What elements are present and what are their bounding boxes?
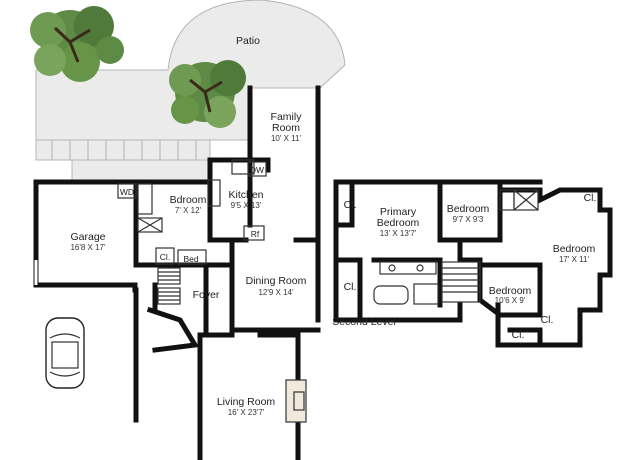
family-room-size: 10' X 11' xyxy=(271,134,302,143)
patio-label: Patio xyxy=(236,35,260,47)
living-room-size: 16' X 23'7' xyxy=(228,408,265,417)
bedroom-b-label: Bedroom xyxy=(553,243,596,255)
bedroom-a-size: 9'7 X 9'3 xyxy=(453,215,484,224)
kitchen-label: Kitchen xyxy=(228,189,263,201)
bedroom-size: 7' X 12' xyxy=(175,206,202,215)
closet-label-3: Cl. xyxy=(584,192,597,204)
primary-bedroom-size: 13' X 13'7' xyxy=(380,229,417,238)
closet-label-5: Cl. xyxy=(512,329,525,341)
family-room-label-2: Room xyxy=(272,122,300,134)
closet-label-4: Cl. xyxy=(541,314,554,326)
living-room-label: Living Room xyxy=(217,396,276,408)
closet-label-1: Cl. xyxy=(344,199,357,211)
foyer-label: Foyer xyxy=(193,289,220,301)
bedroom-b-size: 17' X 11' xyxy=(559,255,590,264)
second-level-fixtures xyxy=(373,189,539,305)
family-room-label-1: Family xyxy=(271,111,303,123)
car-icon xyxy=(45,317,85,389)
bedroom-a-label: Bedroom xyxy=(447,203,490,215)
washer-dryer-label: WD xyxy=(120,187,134,197)
primary-bedroom-label-2: Bedroom xyxy=(377,217,420,229)
kitchen-size: 9'5 X 13' xyxy=(231,201,262,210)
dining-room-size: 12'9 X 14' xyxy=(258,288,294,297)
bedroom-c-size: 10'6 X 9' xyxy=(495,296,526,305)
dishwasher-label: DW xyxy=(250,165,264,175)
refrigerator-label: Rf xyxy=(251,229,260,239)
bed-label: Bed xyxy=(183,254,198,264)
garage-size: 16'8 X 17' xyxy=(70,243,106,252)
bedroom-c-label: Bedroom xyxy=(489,285,532,297)
tree-icon xyxy=(30,6,124,82)
closet-label-2: Cl. xyxy=(344,281,357,293)
closet-label: Cl. xyxy=(160,252,170,262)
bedroom-label: Bdroom xyxy=(170,194,207,206)
second-level-label: Second Level xyxy=(332,316,396,328)
dining-room-label: Dining Room xyxy=(246,275,307,287)
first-level-fixtures: WD DW Rf Cl. Bed xyxy=(117,159,307,423)
primary-bedroom-label-1: Primary xyxy=(380,206,417,218)
garage-label: Garage xyxy=(70,231,105,243)
tree-icon xyxy=(169,60,246,128)
